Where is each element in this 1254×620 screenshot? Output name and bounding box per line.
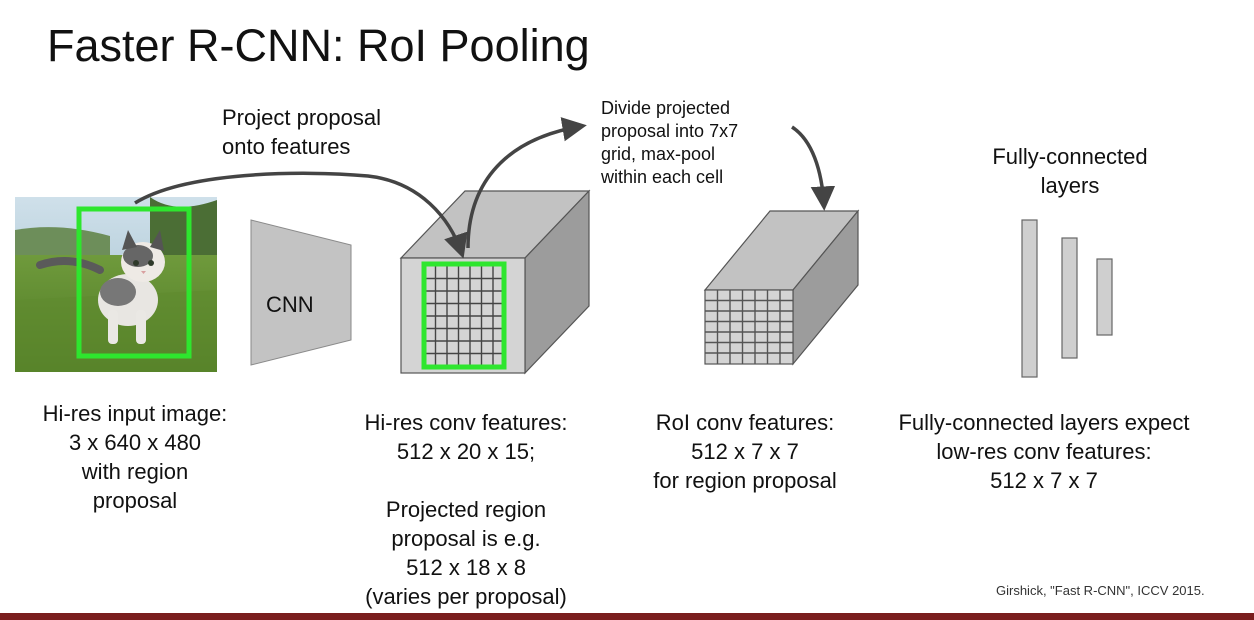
fc-caption-line-3: 512 x 7 x 7 — [990, 468, 1098, 493]
conv-caption-line-1: Hi-res conv features: — [364, 410, 568, 435]
divide-line-3: grid, max-pool — [601, 144, 716, 164]
projected-proposal-box — [421, 261, 507, 370]
conv-caption-line-4: proposal is e.g. — [391, 526, 541, 551]
bottom-accent-bar — [0, 613, 1254, 620]
divide-line-4: within each cell — [601, 167, 724, 187]
roi-caption-line-1: RoI conv features: — [655, 410, 835, 435]
fc-title-line-1: Fully-connected — [992, 144, 1148, 169]
input-caption-line-1: Hi-res input image: — [42, 401, 228, 426]
fc-expect-caption: Fully-connected layers expect low-res co… — [872, 408, 1216, 495]
conv-caption-line-2: 512 x 20 x 15; — [396, 439, 536, 464]
cnn-block — [250, 219, 352, 366]
project-proposal-label: Project proposal onto features — [222, 103, 381, 161]
divide-label: Divide projected proposal into 7x7 grid,… — [601, 97, 738, 189]
roi-caption-line-3: for region proposal — [653, 468, 837, 493]
project-arrow — [134, 171, 468, 259]
slide-title: Faster R-CNN: RoI Pooling — [47, 20, 590, 71]
conv-caption-line-6: (varies per proposal) — [365, 584, 567, 609]
roi-grid — [705, 290, 793, 364]
divide-arrow-down — [790, 125, 836, 211]
project-proposal-line-2: onto features — [222, 134, 351, 159]
conv-caption-spacer — [336, 466, 596, 495]
fc-caption-line-1: Fully-connected layers expect — [898, 410, 1190, 435]
fully-connected-title: Fully-connected layers — [970, 142, 1170, 200]
fc-layer-3 — [1096, 258, 1113, 336]
roi-feature-volume — [703, 209, 860, 366]
input-caption-line-2: 3 x 640 x 480 — [68, 430, 202, 455]
divide-line-1: Divide projected — [601, 98, 731, 118]
conv-features-caption: Hi-res conv features: 512 x 20 x 15; Pro… — [336, 408, 596, 611]
conv-caption-line-3: Projected region — [385, 497, 547, 522]
roi-caption-line-2: 512 x 7 x 7 — [691, 439, 799, 464]
region-proposal-box — [76, 206, 192, 359]
fc-caption-line-2: low-res conv features: — [936, 439, 1152, 464]
fc-layer-2 — [1061, 237, 1078, 359]
cnn-label: CNN — [266, 292, 314, 317]
divide-arrow-up — [466, 117, 587, 249]
citation: Girshick, "Fast R-CNN", ICCV 2015. — [996, 583, 1205, 598]
input-caption-line-3: with region — [81, 459, 189, 484]
kitten-photo — [15, 197, 217, 372]
divide-line-2: proposal into 7x7 — [601, 121, 739, 141]
conv-caption-line-5: 512 x 18 x 8 — [406, 555, 526, 580]
project-proposal-line-1: Project proposal — [222, 105, 381, 130]
conv-feature-volume — [399, 189, 591, 375]
fc-title-line-2: layers — [1040, 173, 1100, 198]
projected-proposal-grid — [424, 266, 504, 366]
roi-features-caption: RoI conv features: 512 x 7 x 7 for regio… — [630, 408, 860, 495]
fc-layer-1 — [1021, 219, 1038, 378]
input-image-caption: Hi-res input image: 3 x 640 x 480 with r… — [15, 399, 255, 515]
input-caption-line-4: proposal — [92, 488, 178, 513]
